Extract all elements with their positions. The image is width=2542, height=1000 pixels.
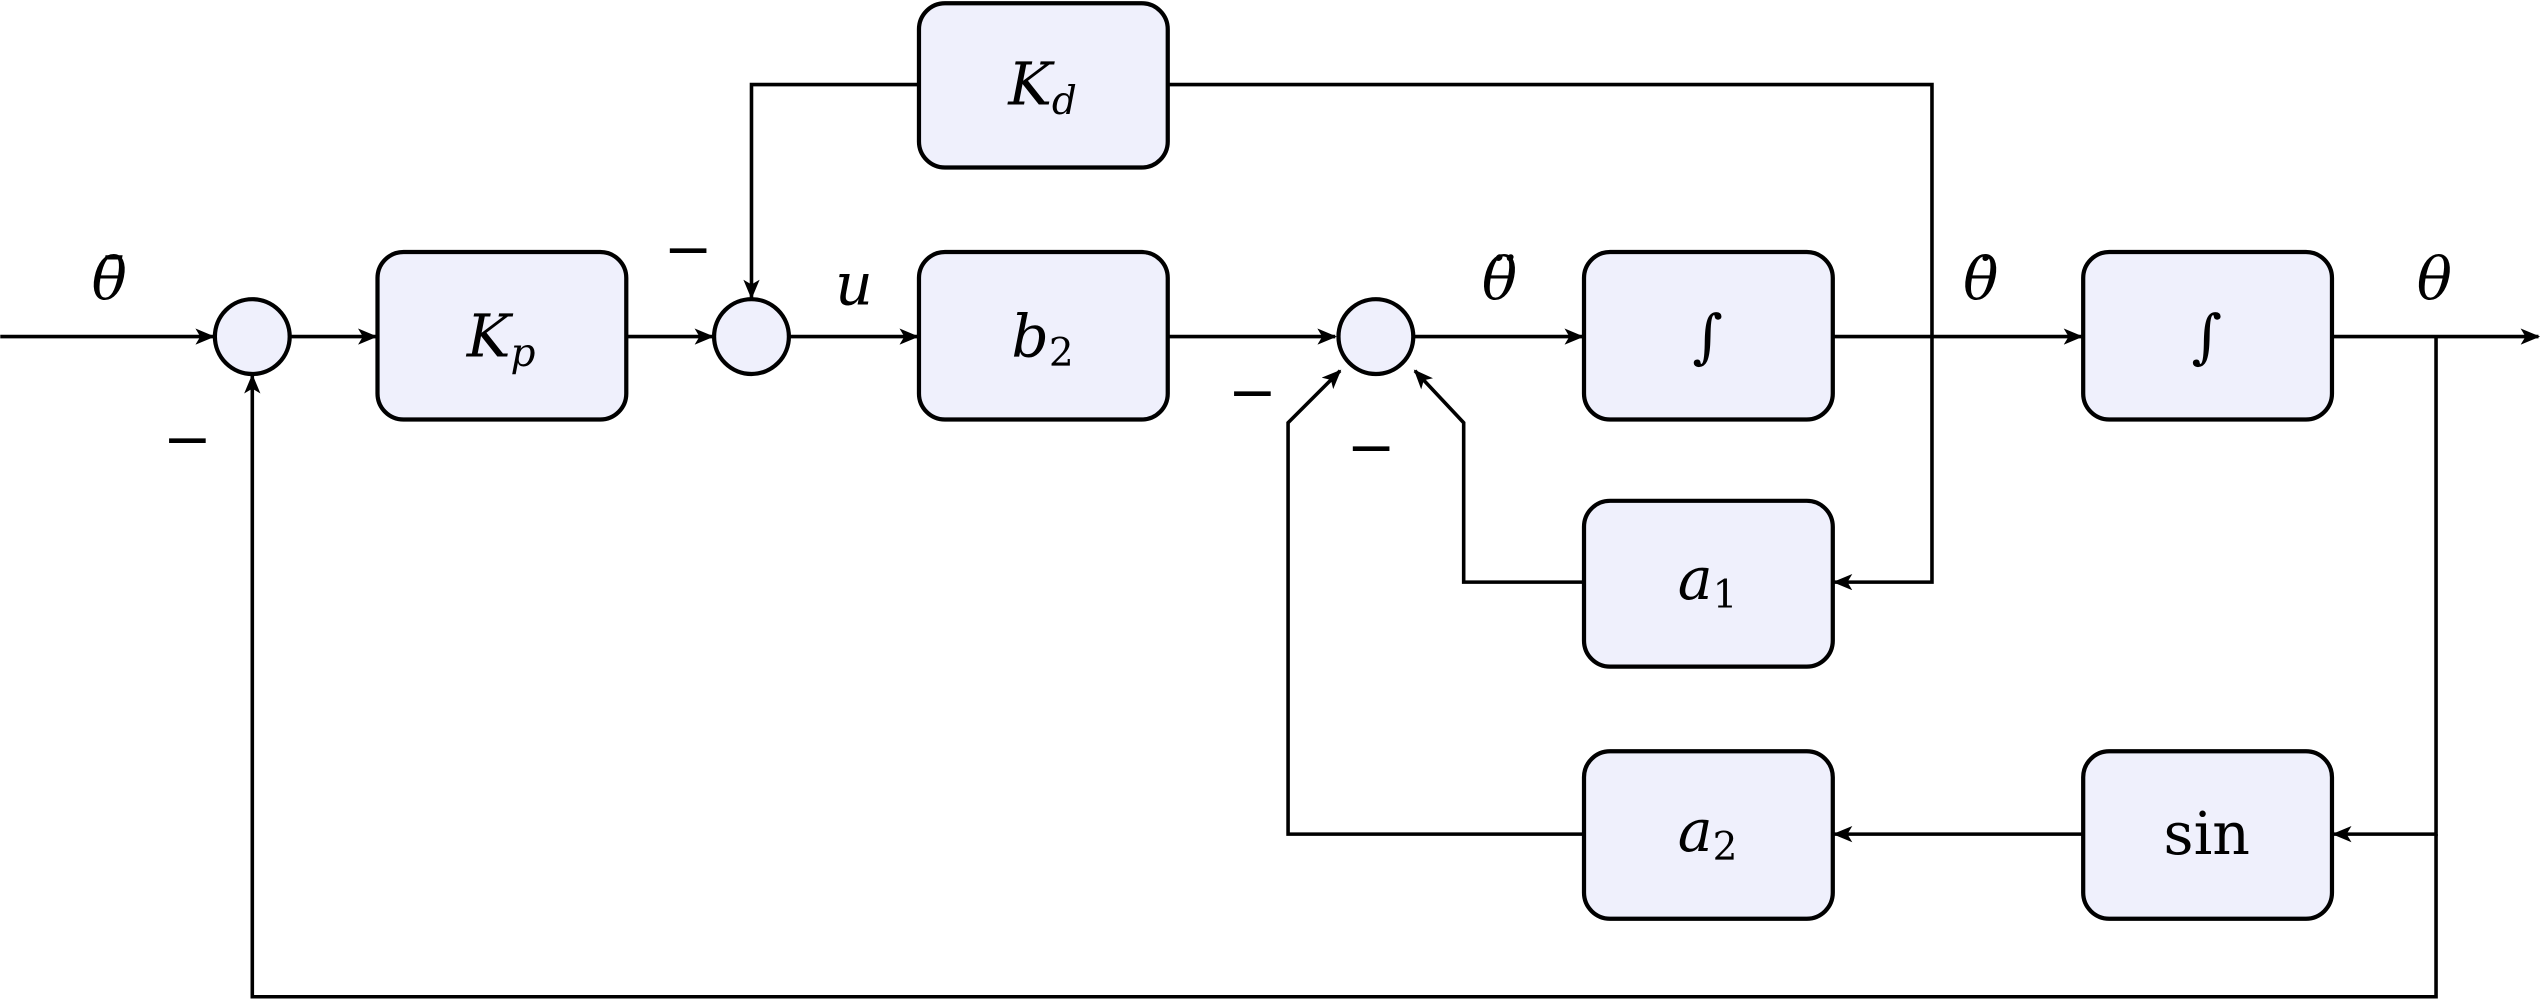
a2-to-sum3-wire <box>1286 369 1585 836</box>
b2-block: b2 <box>916 249 1170 422</box>
wires <box>0 82 2541 999</box>
output-to-sin-wire <box>2331 336 2438 843</box>
minus-sign: − <box>664 215 713 283</box>
a1-to-sum3-wire <box>1413 369 1585 584</box>
kp-block: Kp <box>375 249 629 422</box>
svg-text:b2: b2 <box>1011 303 1073 376</box>
svg-text:Kp: Kp <box>466 303 536 376</box>
svg-text:∫: ∫ <box>1692 303 1722 371</box>
minus-sign: − <box>1228 358 1277 426</box>
feedback-wire <box>244 373 2438 999</box>
svg-text:sin: sin <box>2164 800 2250 868</box>
svg-text:a1: a1 <box>1678 545 1738 618</box>
minus-sign: − <box>163 405 212 473</box>
kd-to-sum2-wire <box>743 82 919 300</box>
a2-block: a2 <box>1581 749 1835 921</box>
svg-text:a2: a2 <box>1678 797 1738 870</box>
sum-junction-2 <box>711 297 791 377</box>
svg-text:Kd: Kd <box>1007 51 1077 124</box>
sin-block: sin <box>2081 749 2335 921</box>
integrator-2-block: ∫ <box>2081 249 2335 422</box>
velocity-to-a1-kd-wire <box>1167 82 1934 591</box>
reference-label: θ̄ <box>92 246 127 314</box>
control-label: u <box>835 251 873 319</box>
svg-text:∫: ∫ <box>2192 303 2223 371</box>
a1-block: a1 <box>1581 498 1835 669</box>
sum-junction-1 <box>212 297 292 377</box>
acceleration-label: θ̈ <box>1482 246 1517 314</box>
minus-sign: − <box>1346 413 1395 481</box>
sum-junction-3 <box>1336 297 1416 377</box>
output-label: θ <box>2417 246 2452 314</box>
kd-block: Kd <box>916 1 1170 170</box>
integrator-1-block: ∫ <box>1581 249 1835 422</box>
velocity-label: θ̇ <box>1963 246 1998 314</box>
